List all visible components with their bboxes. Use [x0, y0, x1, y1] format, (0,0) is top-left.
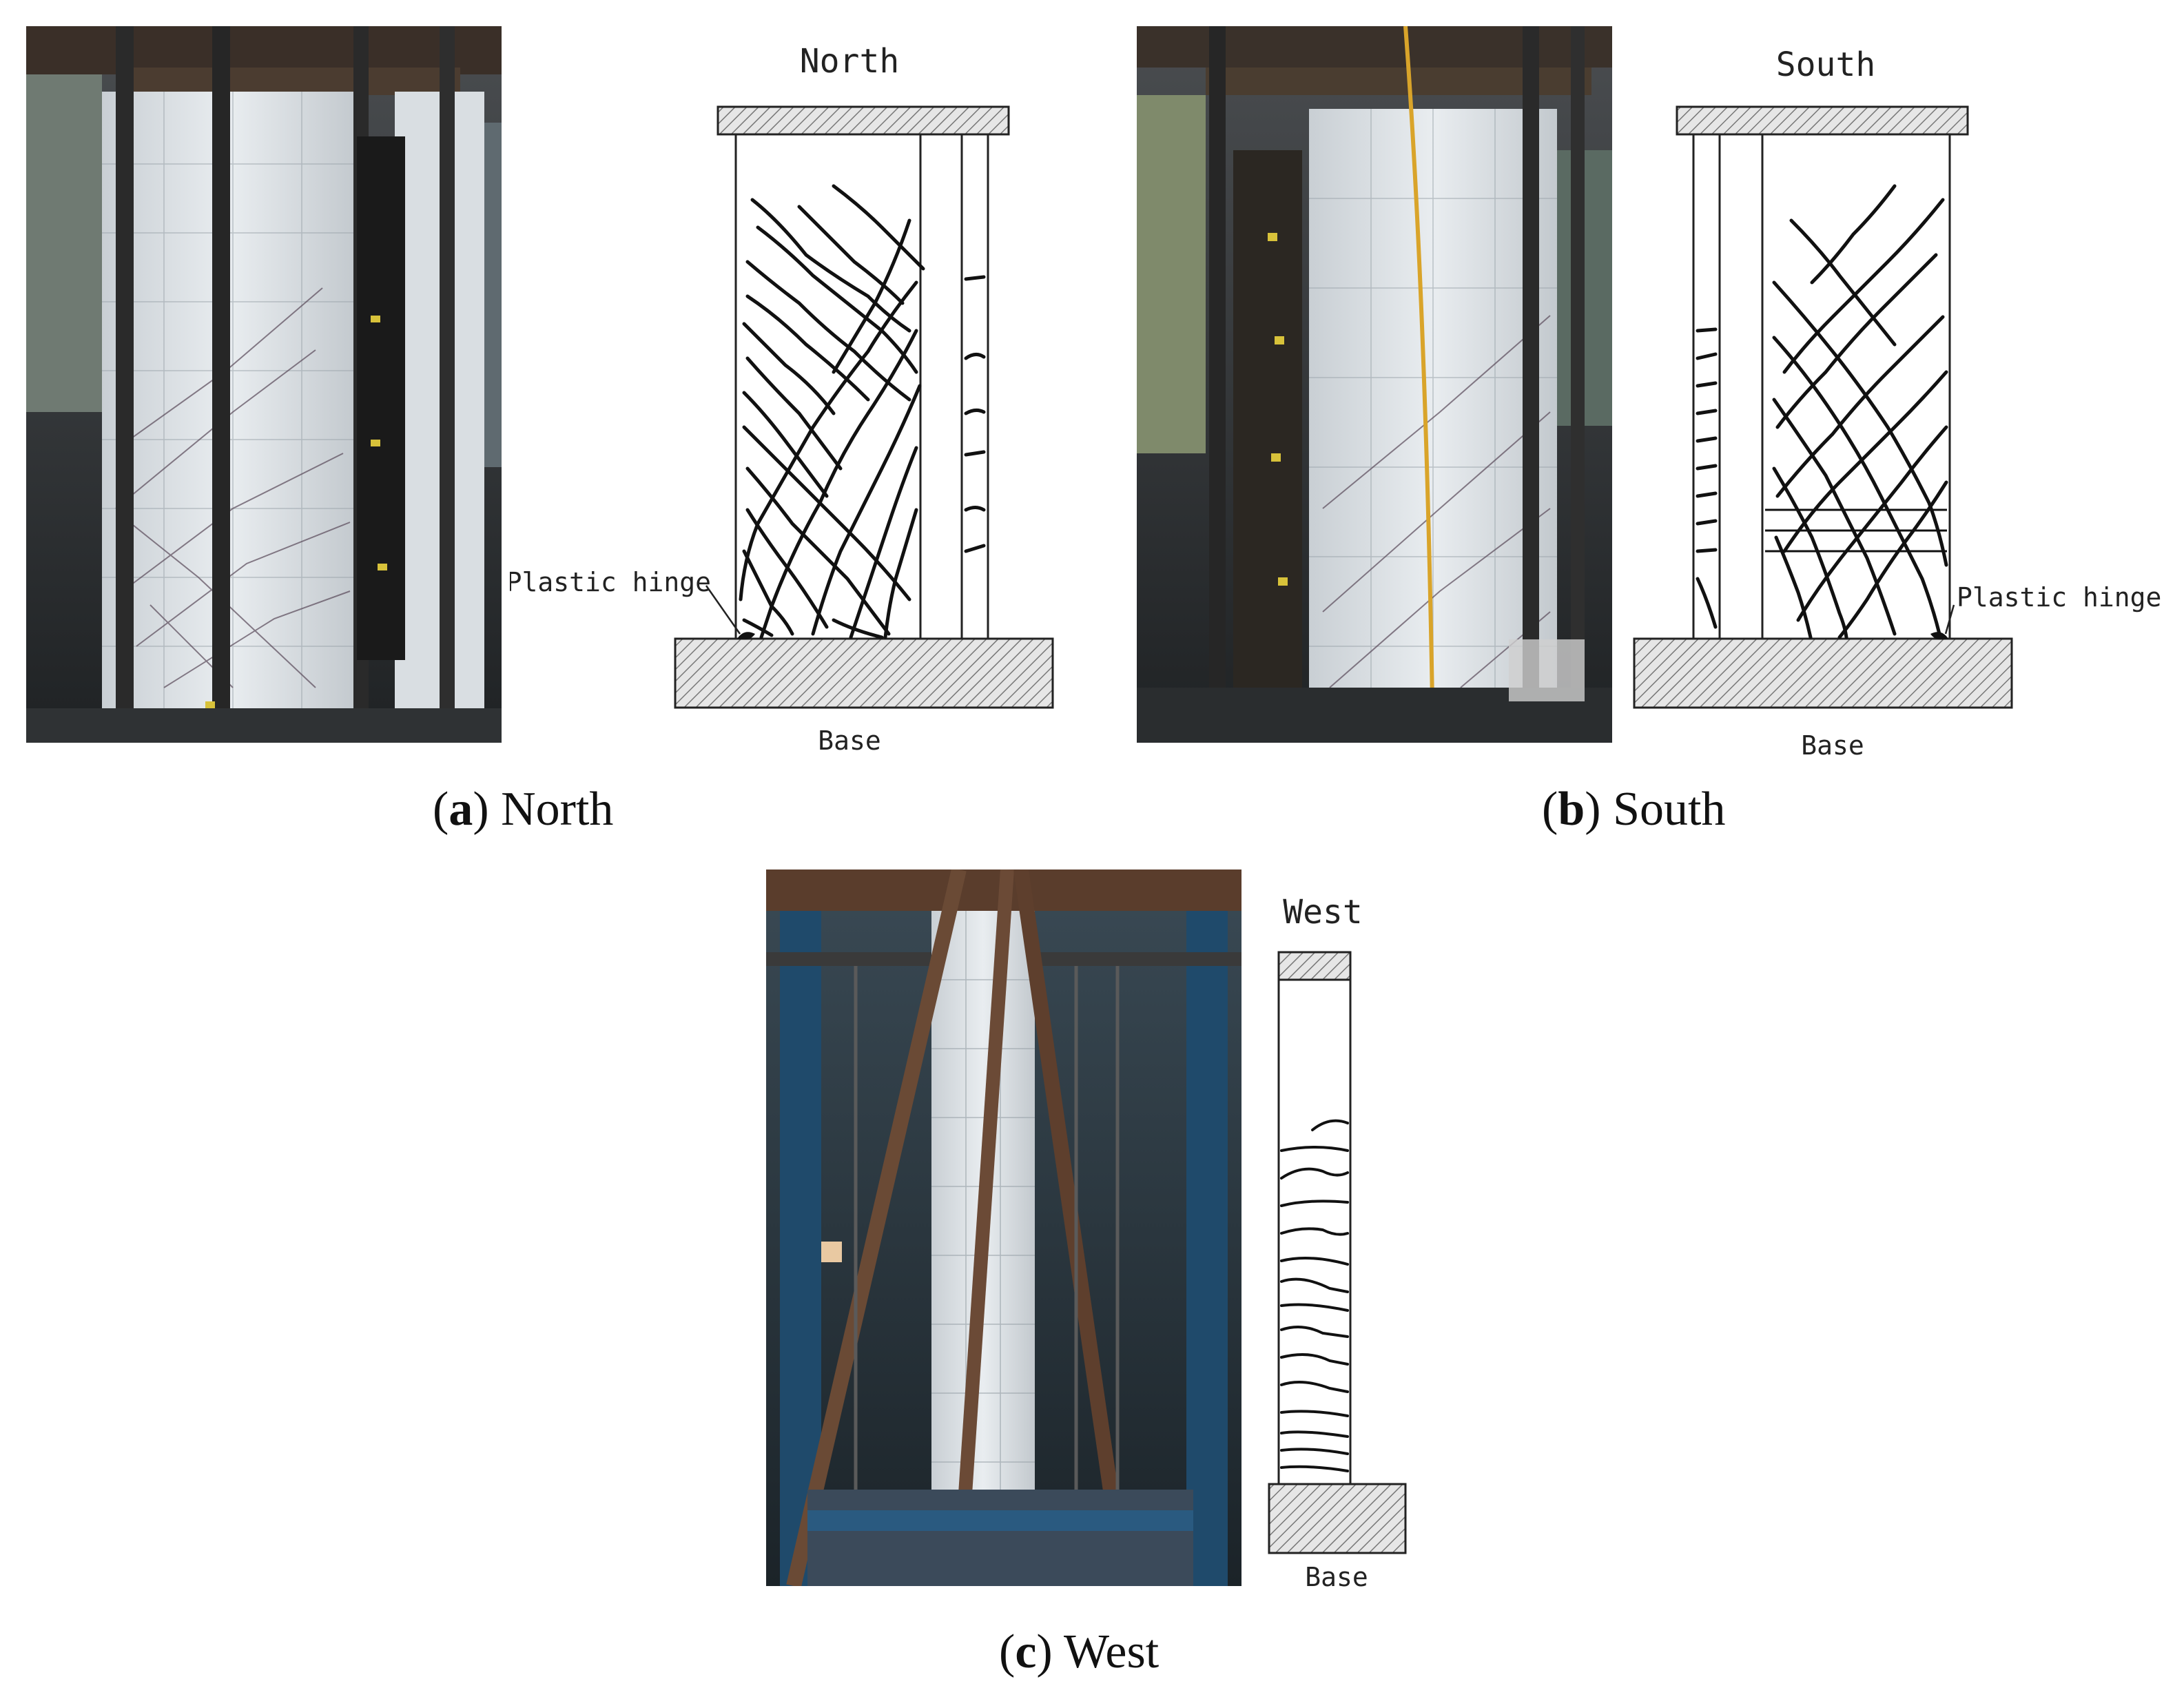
caption-b: (b) South [1542, 783, 1726, 836]
north-base-label: Base [818, 726, 881, 756]
top-loading-beam [717, 105, 1010, 136]
top-loading-beam [1676, 105, 1969, 136]
base-block [1633, 637, 2013, 709]
caption-b-text: South [1613, 783, 1726, 836]
south-crack-sketch: South Plastic hinge Base [1633, 45, 2161, 758]
caption-a-letter: a [449, 783, 473, 836]
plastic-hinge-marker [1930, 632, 1948, 640]
crack-pattern [1772, 184, 1948, 639]
caption-a: (a) North [433, 783, 614, 836]
south-hinge-label: Plastic hinge [1957, 582, 2161, 613]
top-loading-beam [1277, 951, 1352, 981]
south-sketch-title: South [1776, 45, 1876, 84]
south-photo [1137, 26, 1612, 743]
crack-pattern [739, 184, 925, 639]
caption-c-letter: c [1015, 1625, 1037, 1678]
north-sketch-title: North [800, 42, 900, 81]
base-block [674, 637, 1054, 709]
caption-c-text: West [1063, 1625, 1160, 1678]
crack-pattern [1280, 1119, 1349, 1472]
west-base-label: Base [1305, 1562, 1368, 1592]
west-crack-sketch: West Base [1268, 893, 1407, 1592]
caption-c: (c) West [999, 1625, 1160, 1678]
wall-flange [960, 133, 989, 640]
caption-a-text: North [501, 783, 614, 836]
wall-web [1761, 133, 1951, 640]
north-crack-sketch: North Plastic hinge [510, 42, 1054, 756]
caption-b-letter: b [1558, 783, 1585, 836]
base-block [1268, 1483, 1407, 1554]
north-hinge-label: Plastic hinge [510, 567, 711, 597]
north-photo [26, 26, 502, 743]
west-photo [766, 870, 1241, 1586]
south-base-label: Base [1801, 730, 1864, 758]
plastic-hinge-marker [737, 632, 755, 640]
west-sketch-title: West [1283, 893, 1363, 932]
